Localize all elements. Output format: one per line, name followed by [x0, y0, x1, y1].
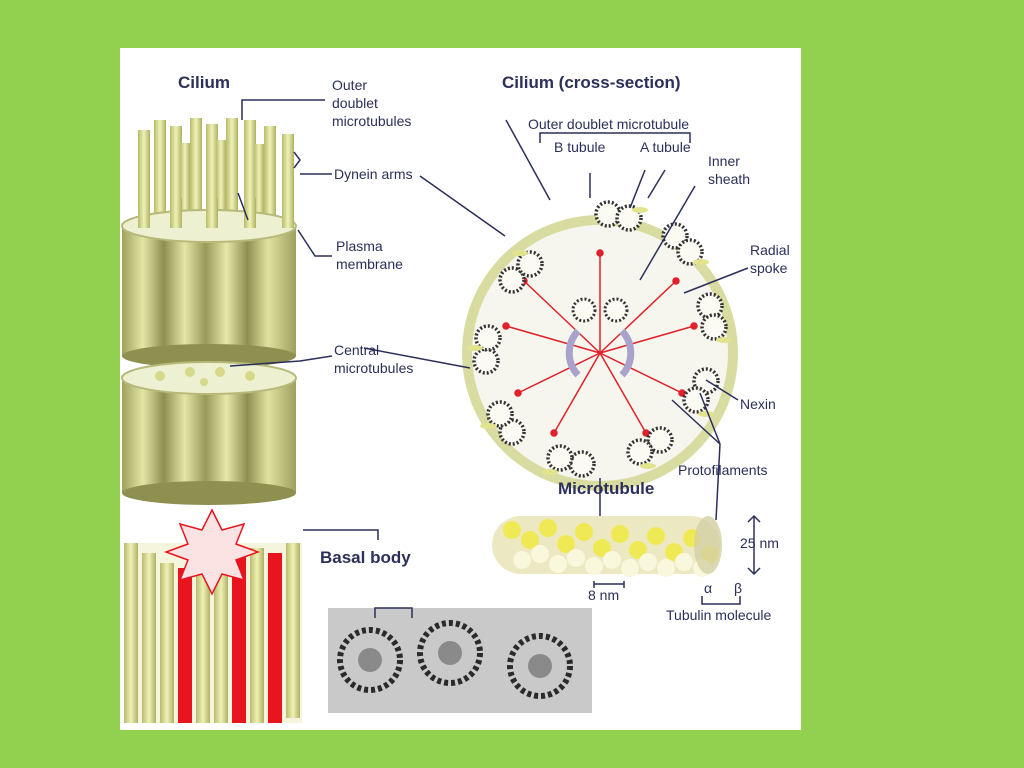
heading-microtubule: Microtubule: [558, 479, 654, 498]
radial-spokes: [502, 249, 698, 437]
leader-lines: [229, 99, 761, 618]
label-dynein-arms: Dynein arms: [334, 166, 413, 182]
label-central-1: Central: [334, 342, 379, 358]
inner-sheath: [565, 328, 635, 378]
cilium-diagram: Cilium Cilium (cross-section) Microtubul…: [121, 73, 790, 723]
label-plasma-membrane-2: membrane: [336, 256, 403, 272]
central-microtubules: [571, 297, 629, 323]
label-a-tubule: A tubule: [640, 139, 691, 155]
label-outer-doublet-microtubule: Outer doublet microtubule: [528, 116, 689, 132]
label-outer-doublet-3: microtubules: [332, 113, 411, 129]
label-tubulin-molecule: Tubulin molecule: [666, 607, 772, 623]
outer-doublets: [467, 200, 732, 478]
label-length-8nm: 8 nm: [588, 587, 619, 603]
label-b-tubule: B tubule: [554, 139, 606, 155]
label-radial-spoke-2: spoke: [750, 260, 788, 276]
label-nexin: Nexin: [740, 396, 776, 412]
basal-body-illustration: [124, 508, 302, 723]
heading-basal-body: Basal body: [320, 548, 411, 567]
label-alpha: α: [704, 580, 712, 596]
label-beta: β: [734, 580, 742, 596]
upper-membrane-cylinder: [121, 198, 297, 368]
label-plasma-membrane-1: Plasma: [336, 238, 383, 254]
label-inner-sheath-1: Inner: [708, 153, 740, 169]
basal-body-micrograph: [328, 608, 592, 713]
label-width-25nm: 25 nm: [740, 535, 779, 551]
label-protofilaments: Protofilaments: [678, 462, 767, 478]
cross-section: [462, 200, 738, 491]
label-outer-doublet-2: doublet: [332, 95, 378, 111]
cilium-illustration: [121, 118, 297, 505]
heading-cross-section: Cilium (cross-section): [502, 73, 681, 92]
label-central-2: microtubules: [334, 360, 413, 376]
microtubule-illustration: [492, 516, 722, 577]
lower-membrane-cylinder: [121, 361, 297, 505]
heading-cilium: Cilium: [178, 73, 230, 92]
label-outer-doublet-1: Outer: [332, 77, 367, 93]
label-inner-sheath-2: sheath: [708, 171, 750, 187]
label-radial-spoke-1: Radial: [750, 242, 790, 258]
diagram-labels: Cilium Cilium (cross-section) Microtubul…: [178, 73, 790, 623]
figure-panel: Cilium Cilium (cross-section) Microtubul…: [120, 48, 801, 730]
